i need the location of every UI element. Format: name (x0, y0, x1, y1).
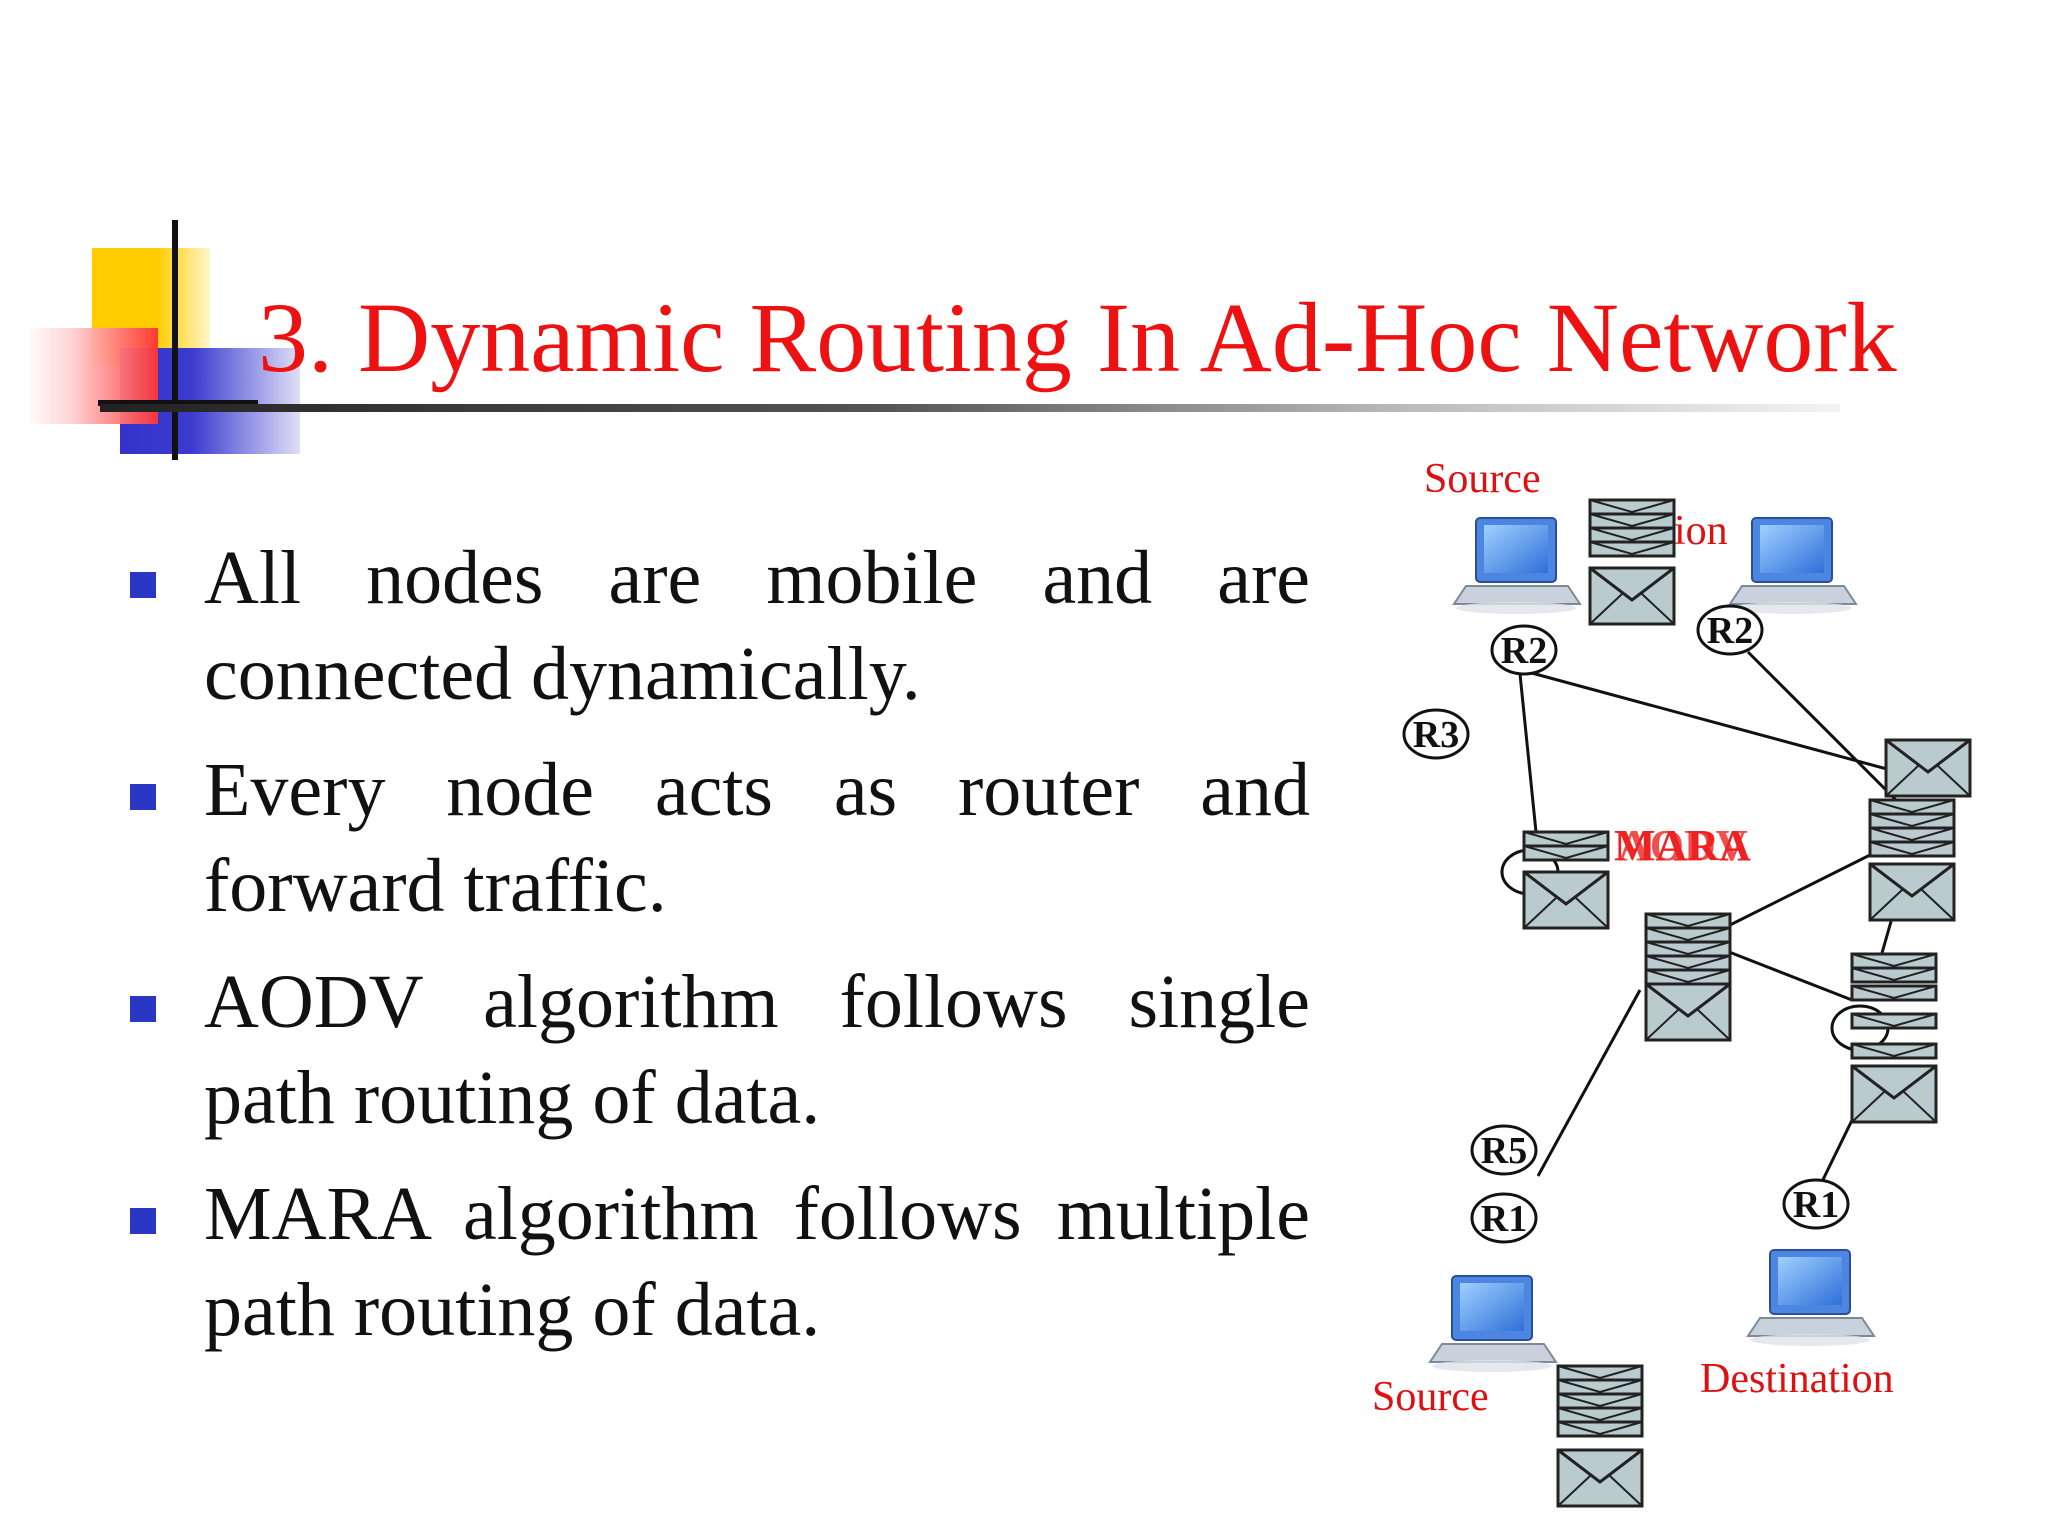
square-bullet-icon (130, 572, 156, 598)
link-line (1746, 650, 1900, 804)
packet-stack-center (1644, 912, 1732, 1042)
bullet-item: MARA algorithm follows multiple path rou… (130, 1166, 1310, 1358)
link-line (1518, 673, 1538, 833)
packet-stack-top (1588, 498, 1676, 626)
square-bullet-icon (130, 784, 156, 810)
computer-icon (1453, 517, 1581, 615)
bullet-text: MARA algorithm follows multiple path rou… (204, 1172, 1310, 1352)
square-bullet-icon (130, 1208, 156, 1234)
link-line (1527, 670, 1899, 774)
bullet-text: AODV algorithm follows single path routi… (204, 960, 1310, 1140)
envelope-icon (1522, 870, 1610, 930)
source-label-bottom: Source (1372, 1374, 1489, 1420)
bullet-list: All nodes are mobile and are connected d… (130, 530, 1310, 1378)
router-node-r1-right: R1 (1782, 1178, 1850, 1230)
bullet-text: All nodes are mobile and are connected d… (204, 536, 1310, 716)
destination-label-top-fragment: ion (1674, 508, 1728, 554)
router-node-r1-left: R1 (1470, 1192, 1538, 1244)
packet-stack-right-middle (1868, 798, 1956, 922)
square-bullet-icon (130, 996, 156, 1022)
envelope-icon (1588, 566, 1676, 626)
router-label: R3 (1413, 714, 1459, 756)
destination-label-bottom: Destination (1700, 1356, 1894, 1402)
link-line (1723, 948, 1853, 1002)
envelope-icon (1850, 1064, 1938, 1124)
envelope-icon (1868, 862, 1956, 922)
bullet-item: AODV algorithm follows single path routi… (130, 954, 1310, 1146)
packet-stack-left-middle (1522, 830, 1610, 930)
packet-stack-right-top (1884, 738, 1972, 798)
envelope-icon (1884, 738, 1972, 798)
corner-decoration (0, 220, 300, 460)
computer-icon (1747, 1249, 1875, 1347)
router-label: R2 (1501, 630, 1547, 672)
computer-icon (1429, 1275, 1557, 1373)
router-node-r3: R3 (1402, 708, 1470, 760)
link-line (1719, 850, 1877, 932)
router-node-r2-left: R2 (1490, 624, 1558, 676)
packet-stack-bottom (1556, 1364, 1644, 1508)
source-label-top: Source (1424, 456, 1541, 502)
router-node-r5: R5 (1470, 1124, 1538, 1176)
router-label: R5 (1481, 1130, 1527, 1172)
mara-overlay-label: MARA (1614, 821, 1751, 870)
title-underline (100, 404, 1840, 412)
envelope-icon (1556, 1448, 1644, 1508)
router-label: R1 (1481, 1198, 1527, 1240)
router-label: R1 (1793, 1184, 1839, 1226)
router-node-r2-right: R2 (1696, 604, 1764, 656)
computer-icon (1729, 517, 1857, 615)
bullet-text: Every node acts as router and forward tr… (204, 748, 1310, 928)
router-label: R2 (1707, 610, 1753, 652)
slide-title: 3. Dynamic Routing In Ad-Hoc Network (258, 282, 1897, 393)
bullet-item: Every node acts as router and forward tr… (130, 742, 1310, 934)
envelope-icon (1644, 982, 1732, 1042)
link-line (1536, 989, 1642, 1177)
bullet-item: All nodes are mobile and are connected d… (130, 530, 1310, 722)
aodv-overlay-label: AODV (1618, 821, 1748, 870)
network-diagram: Source ion Source Destination MARA AODV … (1372, 456, 1972, 1508)
